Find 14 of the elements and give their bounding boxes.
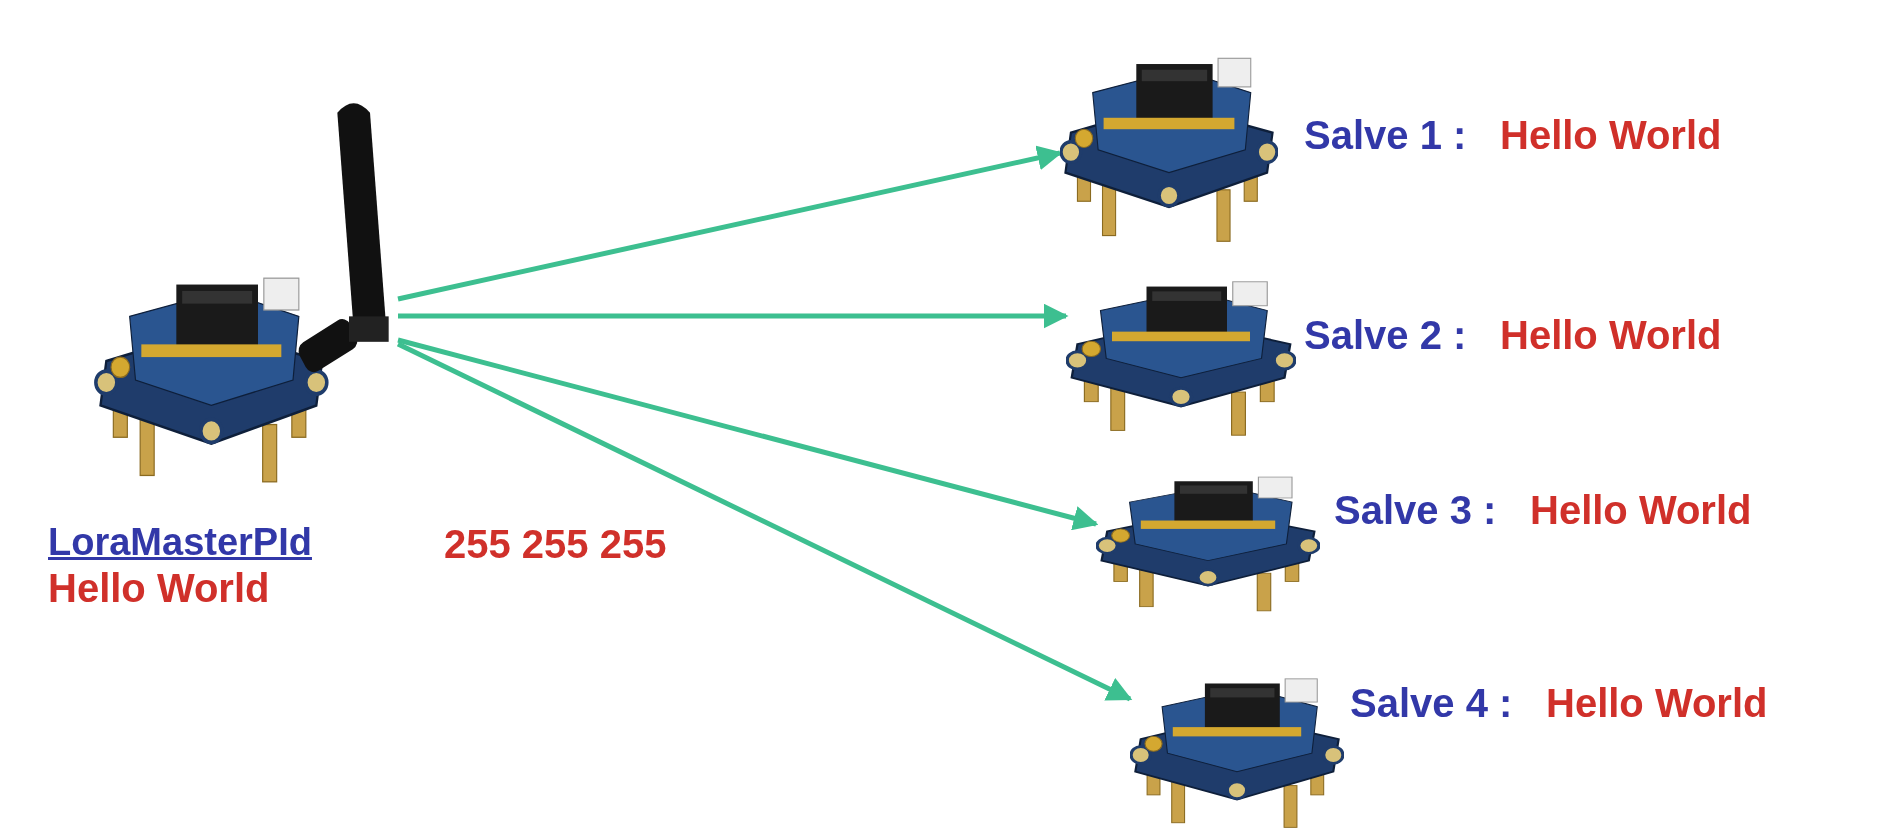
message-text: Hello World xyxy=(1546,681,1768,725)
message-text: 255 255 255 xyxy=(444,522,667,566)
device-name: Salve 3 : xyxy=(1334,488,1497,532)
device-name: LoraMasterPId xyxy=(48,522,312,564)
device-name: Salve 1 : xyxy=(1304,113,1467,157)
arrow xyxy=(397,337,1099,531)
device-name: Salve 2 : xyxy=(1304,313,1467,357)
message-text: Hello World xyxy=(48,566,270,610)
message-text: Hello World xyxy=(1530,488,1752,532)
device-name: Salve 4 : xyxy=(1350,681,1513,725)
arrow xyxy=(396,341,1133,702)
message-text: Hello World xyxy=(1500,313,1722,357)
arrow xyxy=(398,303,1069,329)
message-text: Hello World xyxy=(1500,113,1722,157)
